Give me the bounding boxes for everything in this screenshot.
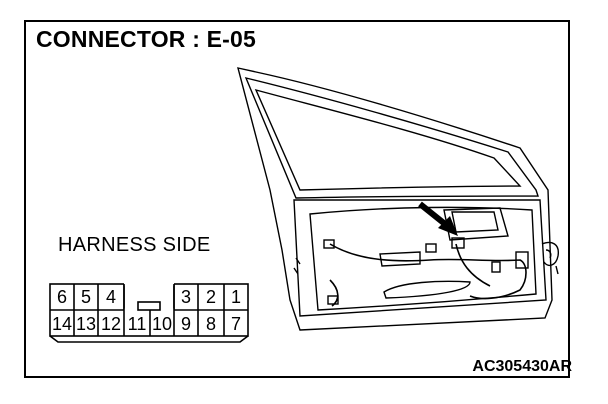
pin-label: 4 — [106, 287, 116, 307]
pin-label: 2 — [206, 287, 216, 307]
connector-face — [49, 282, 249, 343]
pin-label: 11 — [128, 314, 147, 334]
pin-label: 5 — [81, 287, 91, 307]
pin-label: 13 — [76, 314, 96, 334]
pin-labels: 6 5 4 3 2 1 14 13 12 11 10 9 8 7 — [52, 287, 241, 334]
pin-label: 9 — [181, 314, 191, 334]
diagram-frame — [24, 20, 570, 378]
pin-label: 8 — [206, 314, 216, 334]
pin-label: 3 — [181, 287, 191, 307]
pin-label: 1 — [231, 287, 241, 307]
pin-label: 12 — [101, 314, 121, 334]
pin-label: 6 — [57, 287, 67, 307]
harness-side-label: HARNESS SIDE — [58, 234, 211, 256]
figure-id: AC305430AR — [472, 358, 572, 375]
pin-label: 7 — [231, 314, 241, 334]
pin-label: 14 — [52, 314, 72, 334]
connector-title: CONNECTOR : E-05 — [36, 26, 257, 52]
pointer-arrow — [418, 201, 458, 236]
door-illustration — [237, 67, 559, 331]
pin-label: 10 — [152, 314, 172, 334]
